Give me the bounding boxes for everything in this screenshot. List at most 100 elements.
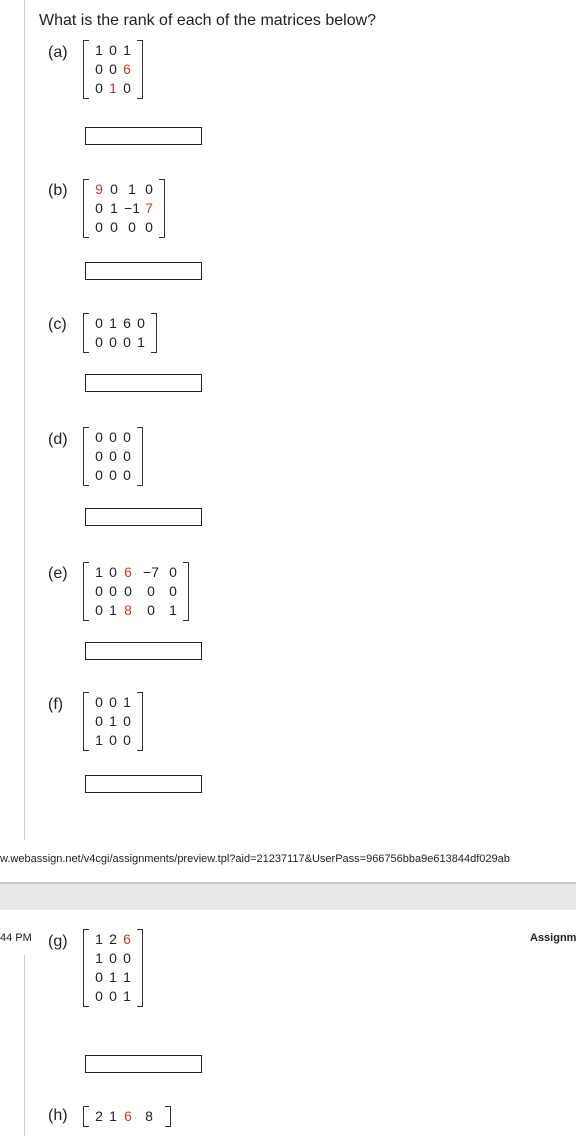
item-label: (g) bbox=[48, 933, 68, 950]
matrix-cell: 6 bbox=[123, 61, 131, 77]
item-label: (c) bbox=[48, 316, 67, 333]
matrix-cell: 6 bbox=[123, 931, 131, 947]
matrix-right-bracket bbox=[151, 313, 157, 353]
matrix-cell: 8 bbox=[124, 602, 132, 618]
rank-answer-input[interactable] bbox=[85, 642, 202, 660]
matrix-cell: 0 bbox=[95, 988, 103, 1004]
matrix-cell: 1 bbox=[95, 732, 103, 748]
matrix-cell: 2 bbox=[109, 931, 117, 947]
rank-answer-input[interactable] bbox=[85, 374, 202, 392]
matrix-cell: 1 bbox=[95, 950, 103, 966]
matrix-cell: 0 bbox=[109, 334, 117, 350]
matrix-cell: 1 bbox=[123, 42, 131, 58]
matrix-right-bracket bbox=[165, 1106, 171, 1127]
matrix-cell: 0 bbox=[110, 219, 118, 235]
matrix-cell: 0 bbox=[109, 42, 117, 58]
rank-answer-input[interactable] bbox=[85, 127, 202, 145]
matrix-cell: 0 bbox=[109, 950, 117, 966]
matrix-cell: 9 bbox=[95, 181, 103, 197]
matrix-cell: 0 bbox=[147, 602, 155, 618]
matrix-cell: 6 bbox=[123, 315, 131, 331]
matrix-cell: 0 bbox=[109, 448, 117, 464]
matrix-cell: 1 bbox=[109, 315, 117, 331]
matrix-cell: 1 bbox=[137, 334, 145, 350]
matrix-right-bracket bbox=[137, 692, 143, 751]
page-break-band bbox=[0, 882, 576, 910]
matrix-cell: 0 bbox=[123, 429, 131, 445]
matrix-right-bracket bbox=[137, 40, 143, 99]
matrix-cell: 0 bbox=[109, 732, 117, 748]
rank-answer-input[interactable] bbox=[85, 262, 202, 280]
item-label: (a) bbox=[48, 44, 68, 61]
matrix-cell: 0 bbox=[109, 564, 117, 580]
matrix-cell: 0 bbox=[95, 583, 103, 599]
matrix-left-bracket bbox=[83, 427, 89, 486]
rank-answer-input[interactable] bbox=[85, 1055, 202, 1073]
matrix-cell: 0 bbox=[123, 950, 131, 966]
matrix-right-bracket bbox=[137, 929, 143, 1007]
matrix-cell: 0 bbox=[95, 219, 103, 235]
matrix-cell: 0 bbox=[123, 467, 131, 483]
matrix-cell: 1 bbox=[123, 969, 131, 985]
matrix-left-bracket bbox=[83, 313, 89, 353]
matrix-cell: 1 bbox=[128, 181, 136, 197]
matrix-cell: 0 bbox=[123, 448, 131, 464]
matrix-cell: 0 bbox=[95, 80, 103, 96]
rank-answer-input[interactable] bbox=[85, 508, 202, 526]
matrix-cell: −7 bbox=[143, 564, 159, 580]
matrix-cell: 0 bbox=[110, 181, 118, 197]
item-label: (d) bbox=[48, 431, 68, 448]
matrix-cell: 0 bbox=[124, 583, 132, 599]
matrix-cell: 0 bbox=[123, 80, 131, 96]
left-border-line-lower bbox=[24, 955, 25, 1136]
matrix-cell: 1 bbox=[169, 602, 177, 618]
matrix-cell: 0 bbox=[95, 713, 103, 729]
matrix-cell: 0 bbox=[109, 61, 117, 77]
matrix-left-bracket bbox=[83, 179, 89, 238]
matrix-cell: 1 bbox=[95, 42, 103, 58]
matrix-cell: 0 bbox=[147, 583, 155, 599]
left-border-line bbox=[24, 0, 25, 840]
matrix-cell: 0 bbox=[169, 583, 177, 599]
matrix-cell: 1 bbox=[109, 713, 117, 729]
matrix-cell: 0 bbox=[123, 732, 131, 748]
item-label: (b) bbox=[48, 182, 68, 199]
print-url: w.webassign.net/v4cgi/assignments/previe… bbox=[0, 853, 510, 865]
matrix-cell: 8 bbox=[145, 1108, 153, 1124]
question-text: What is the rank of each of the matrices… bbox=[39, 12, 377, 29]
matrix-left-bracket bbox=[83, 1106, 89, 1127]
matrix-cell: 6 bbox=[124, 1108, 132, 1124]
matrix-cell: 0 bbox=[95, 467, 103, 483]
matrix-cell: 0 bbox=[95, 334, 103, 350]
rank-answer-input[interactable] bbox=[85, 775, 202, 793]
matrix-cell: 1 bbox=[95, 564, 103, 580]
matrix-cell: 0 bbox=[95, 315, 103, 331]
